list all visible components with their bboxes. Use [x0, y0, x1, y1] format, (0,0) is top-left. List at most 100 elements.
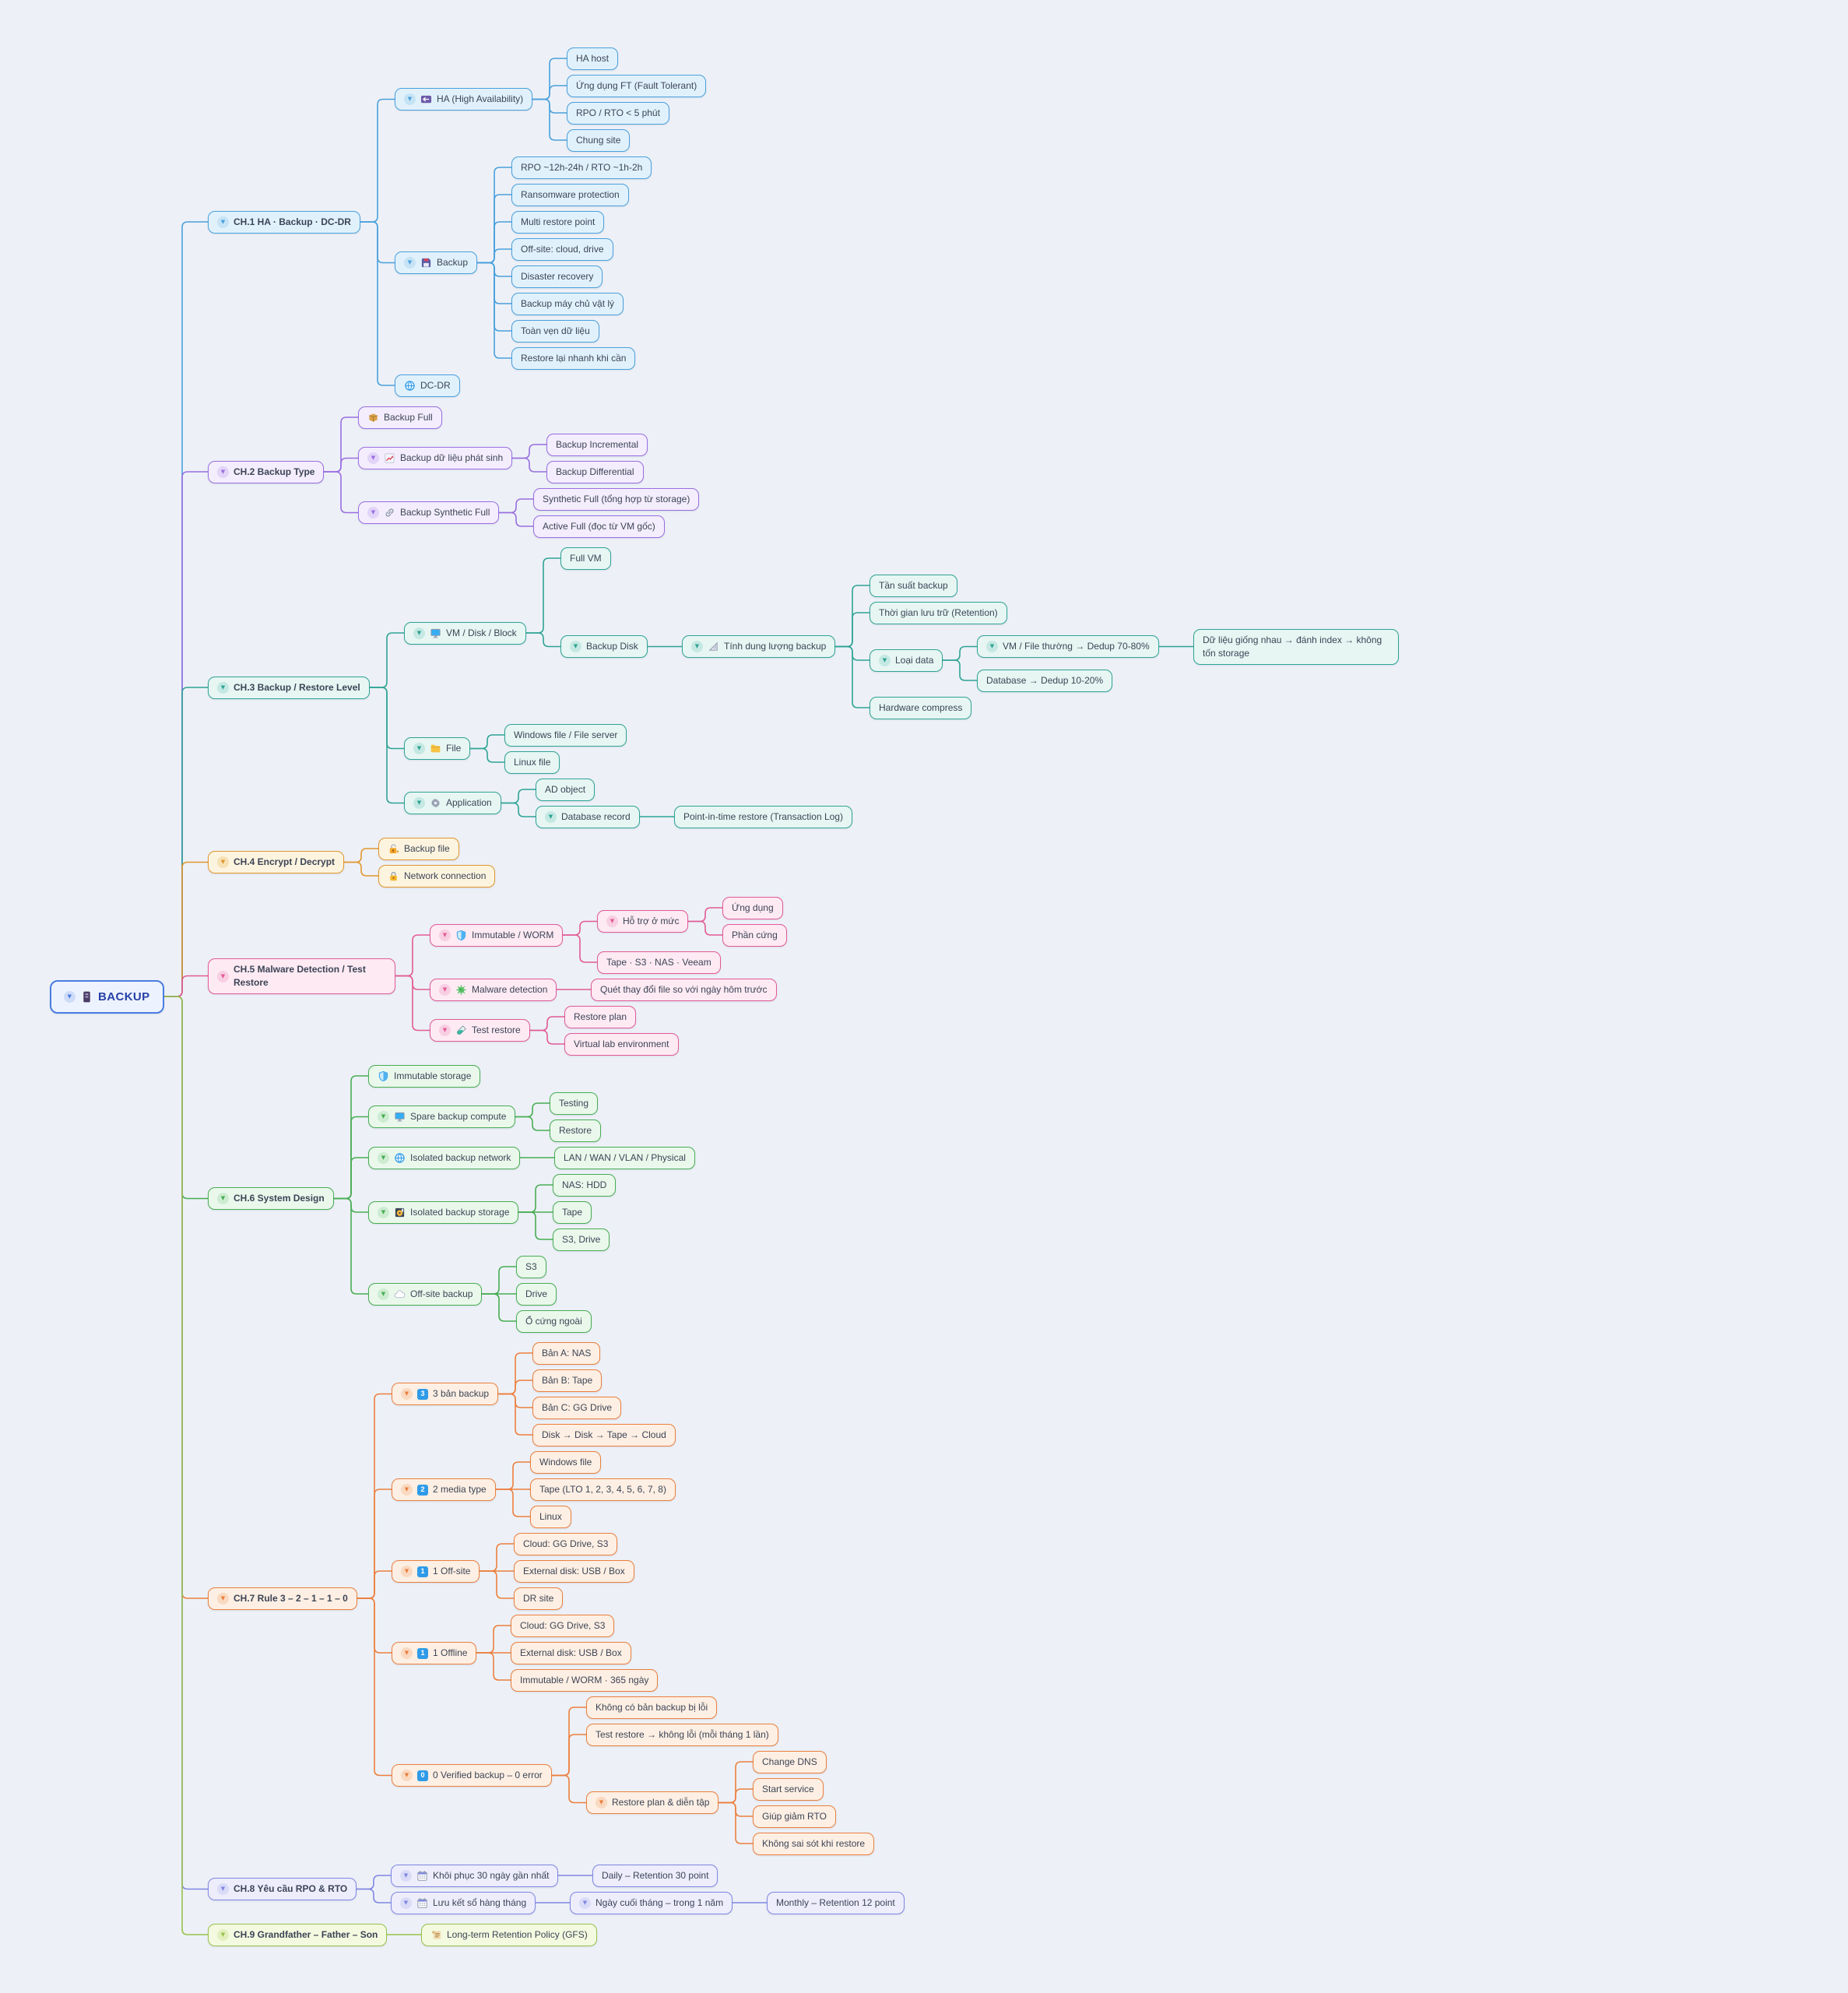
node-off-site-cloud-drive[interactable]: Off-site: cloud, drive: [511, 238, 613, 261]
node-vm-disk-block[interactable]: ▼VM / Disk / Block: [404, 622, 526, 645]
node-windows-file[interactable]: Windows file: [530, 1451, 602, 1474]
node-tinh-dung-luong-backup[interactable]: ▼Tính dung lượng backup: [682, 635, 836, 658]
node-giup-giam-rto[interactable]: Giúp giảm RTO: [753, 1805, 836, 1828]
node-tape-s3-nas-veeam[interactable]: Tape · S3 · NAS · Veeam: [597, 951, 721, 974]
node-disk-disk-tape-cloud[interactable]: Disk → Disk → Tape → Cloud: [532, 1424, 676, 1446]
node-drive[interactable]: Drive: [516, 1283, 557, 1306]
node-backup-synthetic-full[interactable]: ▼Backup Synthetic Full: [358, 501, 500, 524]
node-immutable-worm-365-ngay[interactable]: Immutable / WORM · 365 ngày: [511, 1669, 659, 1692]
node-ha-high-availability[interactable]: ▼HA (High Availability): [395, 88, 533, 111]
node-network-connection[interactable]: Network connection: [378, 865, 496, 888]
collapse-toggle[interactable]: ▼: [217, 1883, 229, 1895]
node-ch-4-encrypt-decrypt[interactable]: ▼CH.4 Encrypt / Decrypt: [208, 851, 345, 873]
node-application[interactable]: ▼Application: [404, 792, 501, 814]
node-dc-dr[interactable]: DC-DR: [395, 374, 460, 397]
node-luu-ket-so-hang-thang[interactable]: ▼Lưu kết sổ hàng tháng: [391, 1892, 536, 1914]
node-change-dns[interactable]: Change DNS: [753, 1751, 827, 1773]
collapse-toggle[interactable]: ▼: [400, 1870, 412, 1882]
node-khoi-phuc-30-ngay-gan-nhat[interactable]: ▼Khôi phục 30 ngày gần nhất: [391, 1865, 559, 1887]
node-restore[interactable]: Restore: [550, 1120, 602, 1142]
node-toan-ven-du-lieu[interactable]: Toàn vẹn dữ liệu: [511, 320, 599, 343]
node-external-disk-usb-box[interactable]: External disk: USB / Box: [514, 1560, 634, 1583]
collapse-toggle[interactable]: ▼: [378, 1288, 389, 1300]
collapse-toggle[interactable]: ▼: [217, 856, 229, 868]
node-hardware-compress[interactable]: Hardware compress: [870, 697, 972, 719]
node-point-in-time-restore-transaction-log[interactable]: Point-in-time restore (Transaction Log): [674, 806, 852, 828]
collapse-toggle[interactable]: ▼: [413, 627, 425, 639]
collapse-toggle[interactable]: ▼: [404, 93, 416, 105]
node-external-disk-usb-box[interactable]: External disk: USB / Box: [511, 1642, 631, 1664]
collapse-toggle[interactable]: ▼: [401, 1484, 413, 1496]
collapse-toggle[interactable]: ▼: [217, 466, 229, 478]
node-ho-tro-o-muc[interactable]: ▼Hỗ trợ ở mức: [597, 910, 689, 933]
node-linux[interactable]: Linux: [530, 1506, 571, 1528]
collapse-toggle[interactable]: ▼: [401, 1566, 413, 1577]
node-backup-disk[interactable]: ▼Backup Disk: [560, 635, 648, 658]
collapse-toggle[interactable]: ▼: [378, 1207, 389, 1218]
collapse-toggle[interactable]: ▼: [439, 1025, 451, 1036]
node-long-term-retention-policy-gfs[interactable]: Long-term Retention Policy (GFS): [421, 1924, 597, 1946]
node-backup-incremental[interactable]: Backup Incremental: [546, 434, 648, 456]
node-backup[interactable]: ▼BACKUP: [50, 980, 164, 1014]
node-s3[interactable]: S3: [516, 1256, 546, 1278]
collapse-toggle[interactable]: ▼: [217, 682, 229, 694]
node-immutable-worm[interactable]: ▼Immutable / WORM: [430, 924, 564, 947]
collapse-toggle[interactable]: ▼: [879, 655, 891, 666]
collapse-toggle[interactable]: ▼: [400, 1897, 412, 1909]
node-chung-site[interactable]: Chung site: [567, 129, 631, 152]
collapse-toggle[interactable]: ▼: [545, 811, 557, 823]
node-backup-full[interactable]: Backup Full: [358, 406, 442, 429]
node-virtual-lab-environment[interactable]: Virtual lab environment: [564, 1033, 679, 1056]
collapse-toggle[interactable]: ▼: [404, 257, 416, 269]
node-off-site-backup[interactable]: ▼Off-site backup: [368, 1283, 483, 1306]
collapse-toggle[interactable]: ▼: [401, 1647, 413, 1659]
collapse-toggle[interactable]: ▼: [217, 1193, 229, 1204]
collapse-toggle[interactable]: ▼: [596, 1797, 607, 1808]
node-isolated-backup-storage[interactable]: ▼Isolated backup storage: [368, 1201, 519, 1224]
collapse-toggle[interactable]: ▼: [439, 984, 451, 996]
node-ch-2-backup-type[interactable]: ▼CH.2 Backup Type: [208, 461, 325, 483]
node-ban-c-gg-drive[interactable]: Bản C: GG Drive: [532, 1397, 622, 1419]
node-immutable-storage[interactable]: Immutable storage: [368, 1065, 481, 1088]
node-ransomware-protection[interactable]: Ransomware protection: [511, 184, 629, 206]
node-full-vm[interactable]: Full VM: [560, 547, 611, 570]
collapse-toggle[interactable]: ▼: [378, 1111, 389, 1123]
node-ch-8-yeu-cau-rpo-rto[interactable]: ▼CH.8 Yêu cầu RPO & RTO: [208, 1878, 357, 1900]
node-quet-thay-oi-file-so-voi-ngay-hom-truoc[interactable]: Quét thay đổi file so với ngày hôm trước: [591, 979, 777, 1001]
node-malware-detection[interactable]: ▼Malware detection: [430, 979, 557, 1001]
node-tan-suat-backup[interactable]: Tần suất backup: [870, 575, 957, 597]
collapse-toggle[interactable]: ▼: [217, 970, 229, 982]
collapse-toggle[interactable]: ▼: [64, 991, 76, 1003]
node-thoi-gian-luu-tru-retention[interactable]: Thời gian lưu trữ (Retention): [870, 602, 1007, 624]
node-ban-a-nas[interactable]: Bản A: NAS: [532, 1342, 601, 1365]
node-cloud-gg-drive-s3[interactable]: Cloud: GG Drive, S3: [511, 1615, 615, 1637]
collapse-toggle[interactable]: ▼: [606, 916, 618, 927]
node-tape[interactable]: Tape: [553, 1201, 592, 1224]
node-ngay-cuoi-thang-trong-1-nam[interactable]: ▼Ngày cuối tháng – trong 1 năm: [570, 1892, 733, 1914]
collapse-toggle[interactable]: ▼: [413, 743, 425, 754]
collapse-toggle[interactable]: ▼: [217, 1593, 229, 1605]
node-test-restore[interactable]: ▼Test restore: [430, 1019, 530, 1042]
node-backup-du-lieu-phat-sinh[interactable]: ▼Backup dữ liệu phát sinh: [358, 447, 513, 469]
node-disaster-recovery[interactable]: Disaster recovery: [511, 265, 603, 288]
collapse-toggle[interactable]: ▼: [367, 507, 379, 518]
node-phan-cung[interactable]: Phần cứng: [722, 924, 787, 947]
node-ch-5-malware-detection-test-restore[interactable]: ▼CH.5 Malware Detection / Test Restore: [208, 958, 395, 994]
node-database-dedup-10-20[interactable]: Database → Dedup 10-20%: [977, 670, 1113, 692]
node-backup-file[interactable]: Backup file: [378, 838, 459, 860]
node-restore-plan-dien-tap[interactable]: ▼Restore plan & diễn tập: [586, 1791, 719, 1814]
node-synthetic-full-tong-hop-tu-storage[interactable]: Synthetic Full (tổng hợp từ storage): [533, 488, 700, 511]
node-dr-site[interactable]: DR site: [514, 1587, 564, 1610]
node-backup-may-chu-vat-ly[interactable]: Backup máy chủ vật lý: [511, 293, 624, 315]
node-daily-retention-30-point[interactable]: Daily – Retention 30 point: [592, 1865, 718, 1887]
node-windows-file-file-server[interactable]: Windows file / File server: [504, 724, 627, 747]
node-du-lieu-giong-nhau-anh-index-khong-ton-storage[interactable]: Dữ liệu giống nhau → đánh index → không …: [1193, 629, 1399, 665]
collapse-toggle[interactable]: ▼: [401, 1770, 413, 1781]
node-ch-6-system-design[interactable]: ▼CH.6 System Design: [208, 1187, 334, 1210]
node-file[interactable]: ▼File: [404, 737, 471, 760]
